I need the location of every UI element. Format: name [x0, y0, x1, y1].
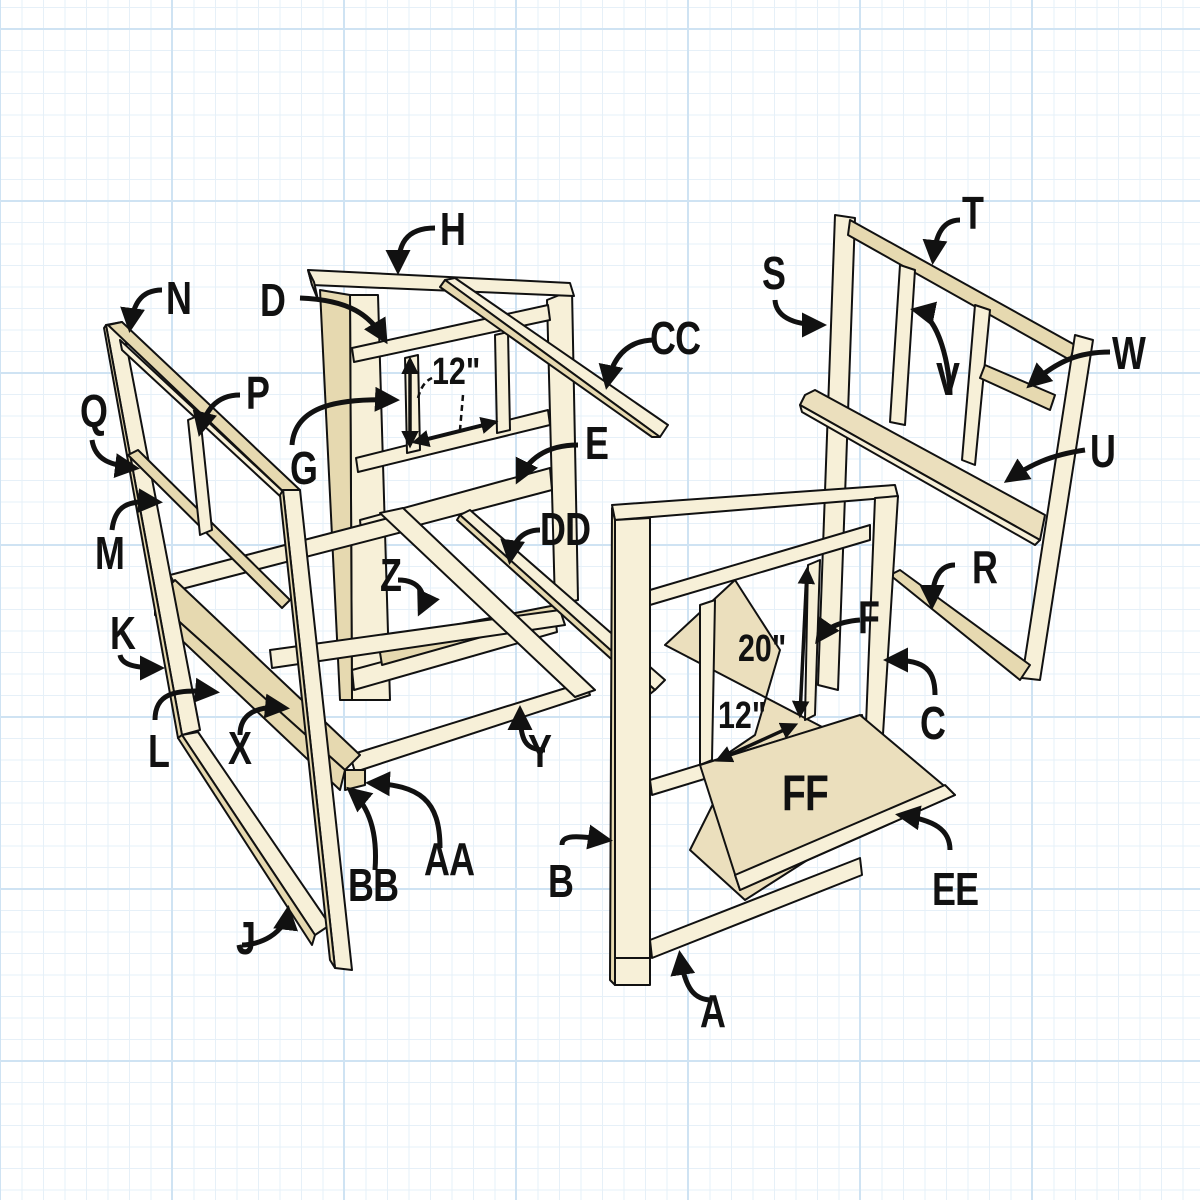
label-j: J [236, 912, 256, 964]
label-aa: AA [424, 833, 475, 885]
label-z: Z [380, 549, 402, 601]
label-s: S [762, 247, 786, 299]
front-frame [609, 484, 956, 986]
label-w: W [1112, 327, 1146, 379]
label-q: Q [80, 385, 108, 437]
label-v: V [936, 353, 960, 405]
right-side-frame [799, 214, 1094, 691]
dimension-front-width: 12" [718, 695, 767, 737]
label-t: T [962, 187, 984, 239]
callout-arrows [89, 217, 1111, 1003]
label-cc: CC [650, 312, 701, 364]
label-g: G [290, 442, 318, 494]
label-u: U [1090, 425, 1116, 477]
label-c: C [920, 697, 946, 749]
label-l: L [148, 725, 170, 777]
label-f: F [858, 591, 880, 643]
label-r: R [972, 541, 998, 593]
label-e: E [585, 417, 609, 469]
label-x: X [228, 722, 252, 774]
label-k: K [110, 607, 136, 659]
label-n: N [166, 272, 192, 324]
label-y: Y [528, 725, 552, 777]
label-bb: BB [348, 859, 399, 911]
dimension-front-height: 20" [738, 628, 787, 670]
label-ee: EE [932, 863, 979, 915]
dimension-arrows [401, 356, 816, 763]
label-b: B [548, 855, 574, 907]
dimension-back-opening: 12" [432, 351, 481, 393]
label-p: P [246, 367, 270, 419]
label-ff: FF [782, 765, 829, 821]
label-a: A [700, 985, 726, 1037]
label-h: H [440, 203, 466, 255]
label-m: M [95, 527, 125, 579]
label-d: D [260, 274, 286, 326]
label-dd: DD [540, 503, 591, 555]
